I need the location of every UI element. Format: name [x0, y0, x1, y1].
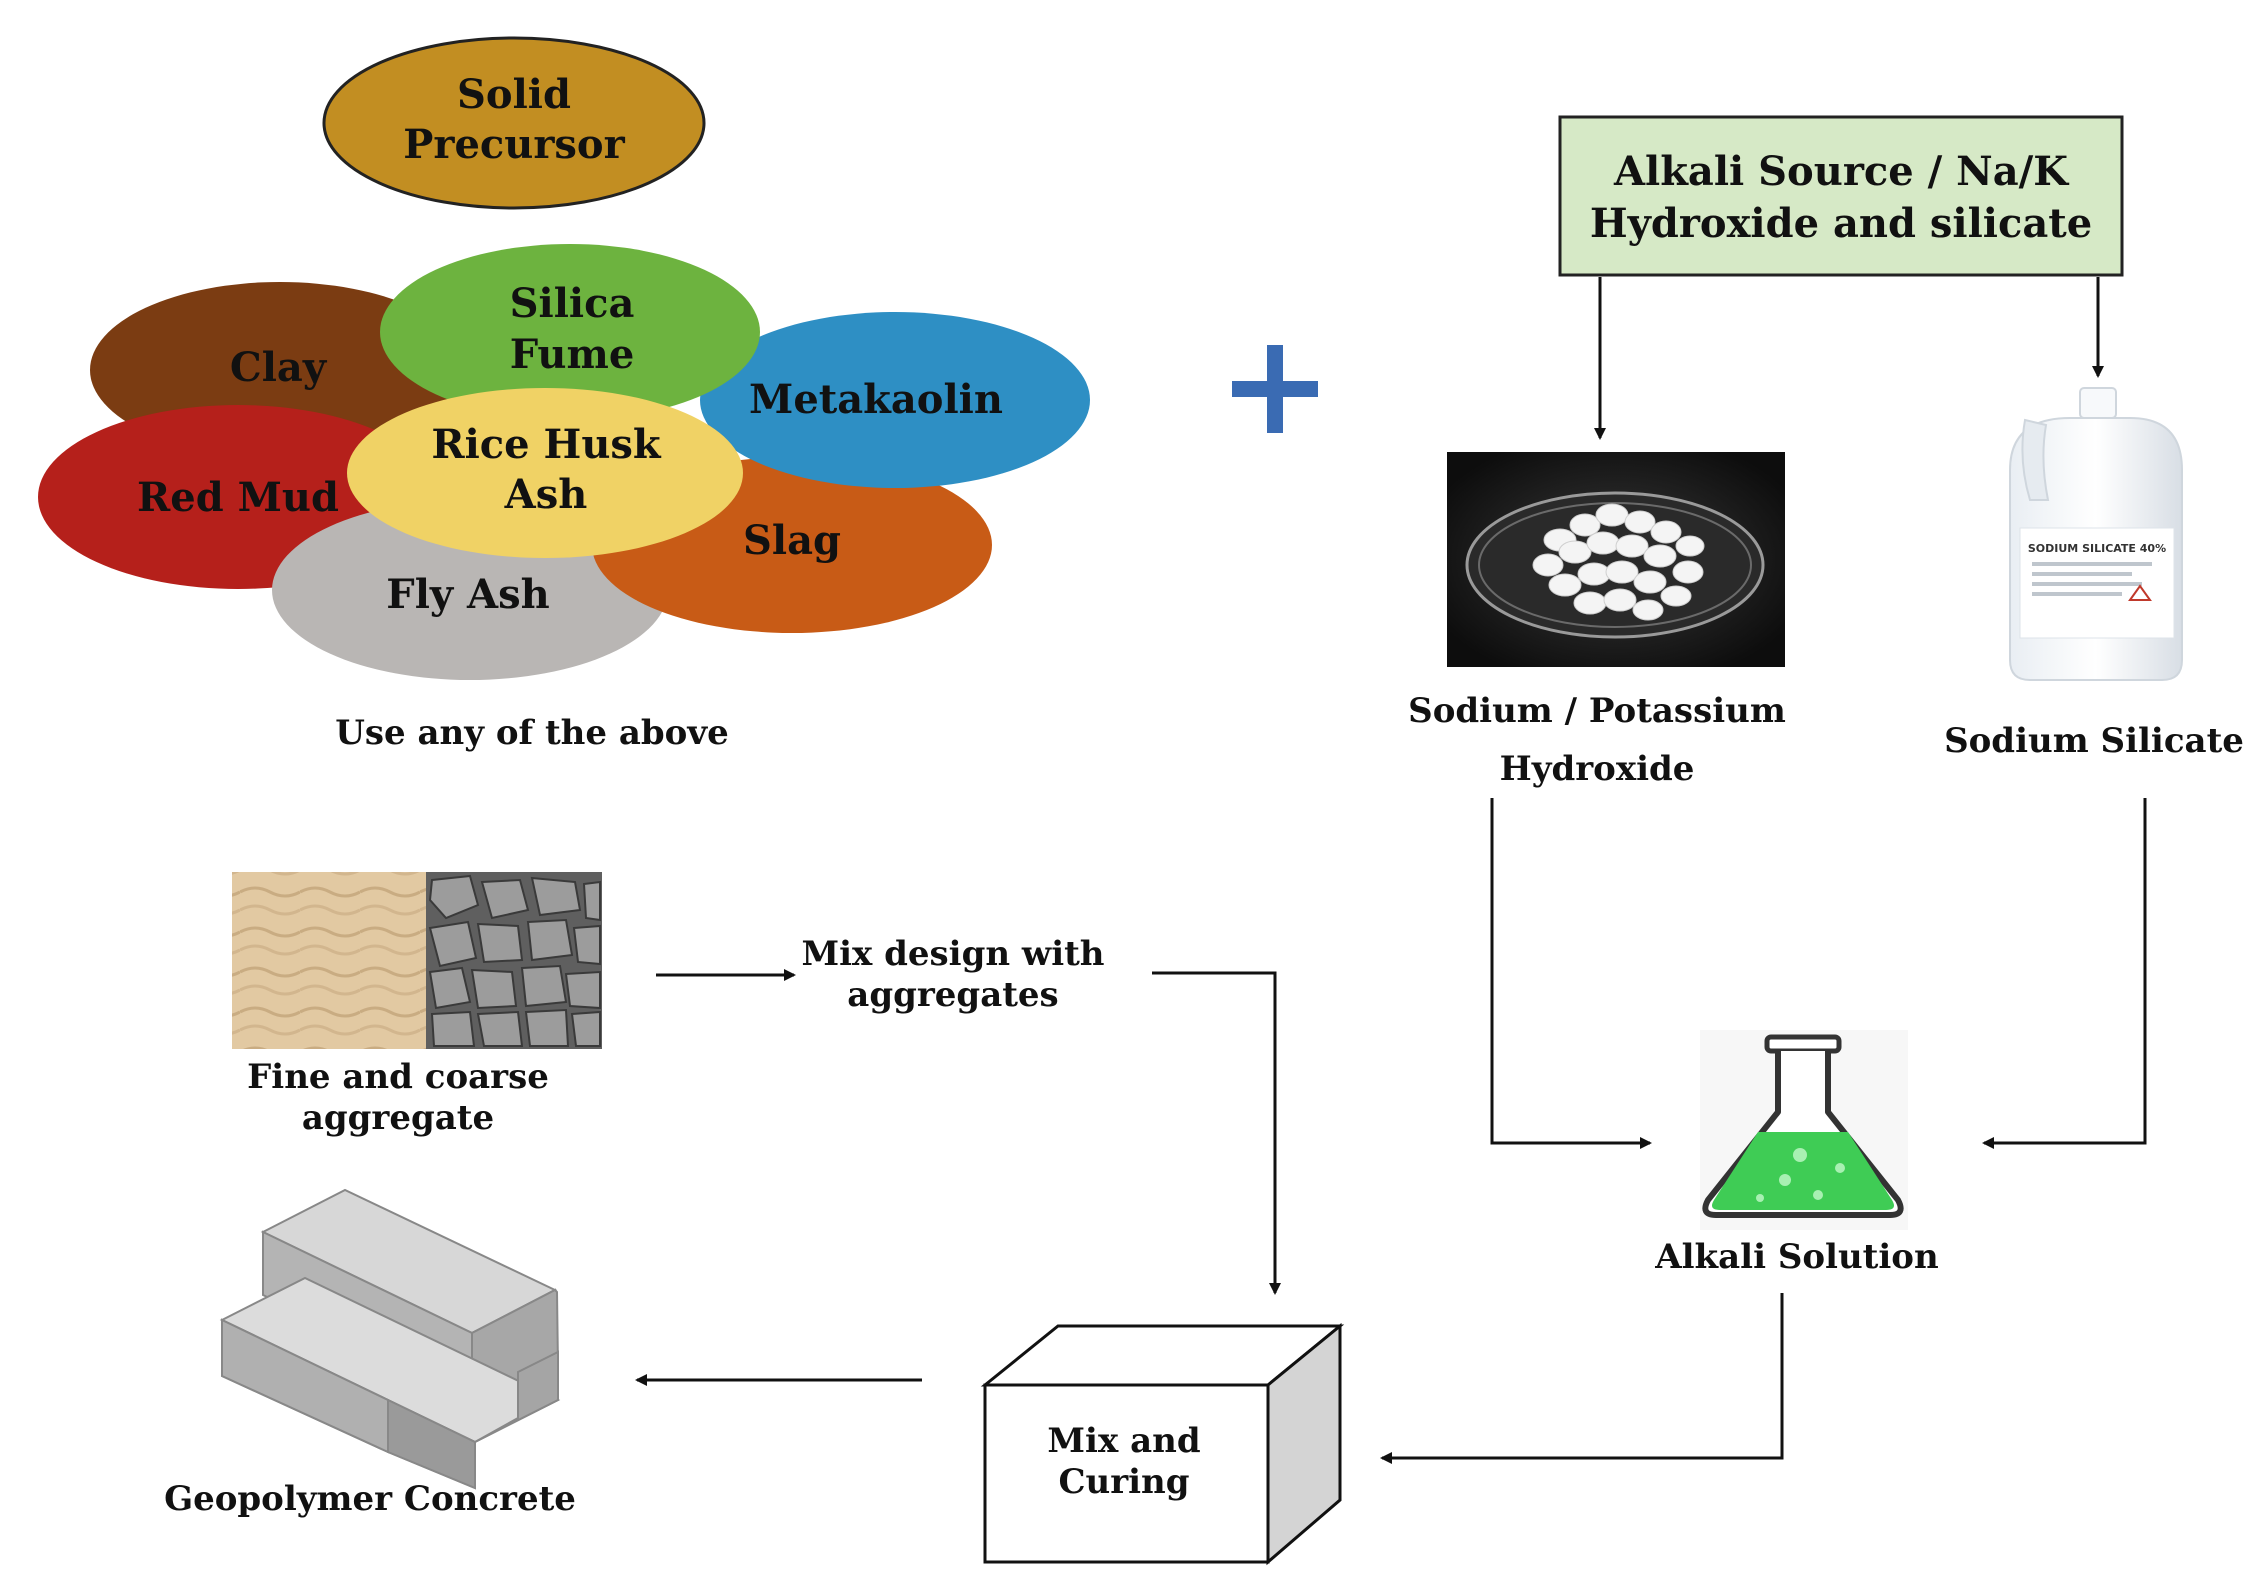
arrow-solution-to-mixing — [1380, 1293, 1784, 1464]
alkali-source-box: Alkali Source / Na/K Hydroxide and silic… — [1558, 115, 2124, 277]
slag-label: Slag — [743, 517, 841, 564]
sodium-silicate-label: Sodium Silicate — [1944, 721, 2244, 761]
precursor-caption: Use any of the above — [335, 713, 729, 753]
alkali-solution-label: Alkali Solution — [1654, 1237, 1938, 1277]
aggregate-label-1: Fine and coarse — [247, 1057, 549, 1097]
mix-design-label-2: aggregates — [847, 975, 1058, 1015]
arrow-mix-design-to-mixing — [1152, 971, 1281, 1295]
solid-precursor-cluster: Solid Precursor Clay Silica Fume Metakao… — [38, 36, 1090, 753]
rice-husk-label-1: Rice Husk — [431, 421, 662, 468]
aggregate-image — [232, 872, 602, 1049]
mix-curing-label-1: Mix and — [1047, 1421, 1200, 1461]
alkali-source-label-2: Hydroxide and silicate — [1590, 200, 2092, 247]
silica-fume-label-2: Fume — [510, 331, 635, 378]
alkali-source-label-1: Alkali Source / Na/K — [1613, 148, 2069, 195]
aggregate-label-2: aggregate — [302, 1098, 494, 1138]
metakaolin-ellipse — [700, 312, 1090, 488]
geopolymer-concrete-label: Geopolymer Concrete — [164, 1479, 576, 1519]
mix-curing-label-2: Curing — [1058, 1462, 1189, 1502]
rice-husk-label-2: Ash — [504, 471, 588, 518]
mix-curing-box: Mix and Curing — [980, 1322, 1345, 1566]
hydroxide-pellets-image — [1447, 452, 1785, 667]
bottle-label-text: SODIUM SILICATE 40% — [2028, 542, 2166, 555]
metakaolin-label: Metakaolin — [749, 376, 1003, 423]
silica-fume-ellipse — [380, 244, 760, 420]
silica-fume-label-1: Silica — [510, 280, 635, 327]
sodium-silicate-bottle-image: SODIUM SILICATE 40% — [2009, 387, 2183, 681]
plus-icon — [1232, 345, 1318, 433]
arrow-hydroxide-to-solution — [1490, 798, 1652, 1149]
solid-precursor-ellipse — [322, 36, 706, 210]
clay-label: Clay — [230, 344, 328, 391]
concrete-blocks-image — [219, 1188, 561, 1490]
solid-precursor-label-1: Solid — [457, 71, 571, 118]
solid-precursor-label-2: Precursor — [403, 121, 625, 168]
arrow-silicate-to-solution — [1982, 798, 2147, 1149]
hydroxide-label-1: Sodium / Potassium — [1408, 691, 1786, 731]
red-mud-label: Red Mud — [137, 474, 339, 521]
fly-ash-label: Fly Ash — [386, 571, 549, 618]
mix-design-label-1: Mix design with — [801, 934, 1104, 974]
flask-icon — [1700, 1030, 1908, 1230]
hydroxide-label-2: Hydroxide — [1500, 749, 1695, 789]
rice-husk-ash-ellipse — [347, 388, 743, 558]
